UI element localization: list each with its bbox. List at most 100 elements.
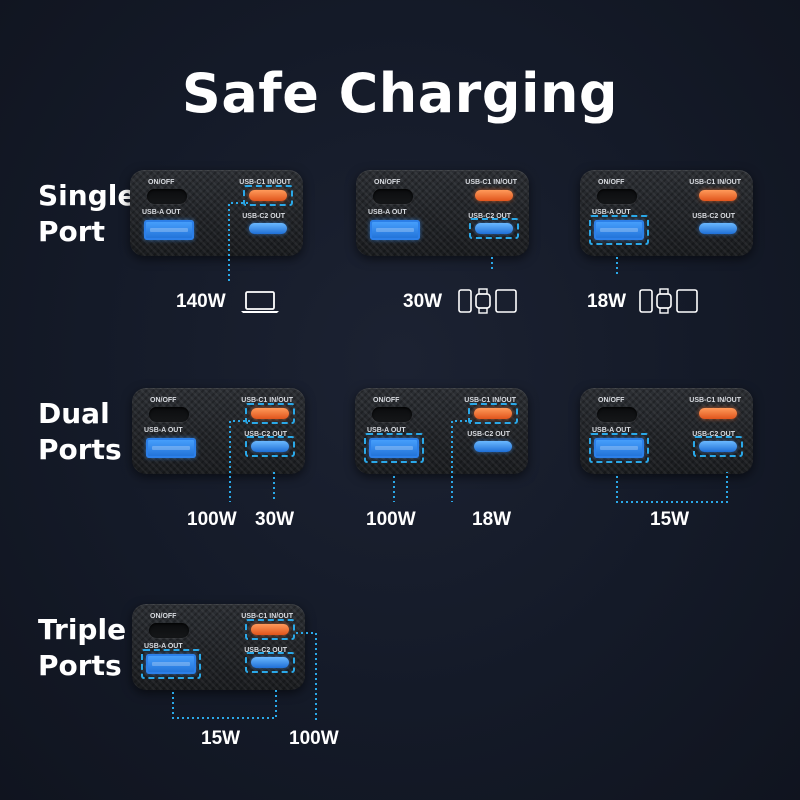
usb-a-label: USB-A OUT (592, 209, 631, 216)
wattage-label: 100W (289, 728, 339, 749)
usb-c1-port (699, 190, 737, 201)
connector-line (228, 202, 248, 283)
power-button (373, 189, 413, 204)
usb-c1-label: USB-C1 IN/OUT (239, 179, 291, 186)
usb-a-label: USB-A OUT (142, 209, 181, 216)
usb-c2-label: USB-C2 OUT (468, 213, 511, 220)
usb-c2-port (251, 657, 289, 668)
usb-c1-label: USB-C1 IN/OUT (241, 397, 293, 404)
usb-c1-label: USB-C1 IN/OUT (465, 179, 517, 186)
port-highlight (589, 433, 649, 463)
port-highlight (245, 619, 295, 640)
usb-a-port (370, 220, 420, 240)
usb-c2-port (251, 441, 289, 452)
connector-line (229, 420, 250, 502)
usb-a-label: USB-A OUT (144, 427, 183, 434)
port-highlight (469, 218, 519, 239)
row-label-line2: Port (38, 215, 105, 248)
port-highlight (245, 436, 295, 457)
laptop-icon (241, 291, 279, 313)
port-highlight (589, 215, 649, 245)
usb-a-label: USB-A OUT (144, 643, 183, 650)
usb-c2-label: USB-C2 OUT (692, 431, 735, 438)
row-label-line1: Single (38, 179, 137, 212)
power-bank-panel: ON/OFF USB-C1 IN/OUT USB-A OUT USB-C2 OU… (132, 604, 305, 690)
power-button (372, 407, 412, 422)
usb-c1-port (474, 408, 512, 419)
wattage-label: 15W (650, 509, 690, 530)
usb-c2-port (475, 223, 513, 234)
power-button (149, 407, 189, 422)
usb-a-label: USB-A OUT (592, 427, 631, 434)
power-bank-panel: ON/OFF USB-C1 IN/OUT USB-A OUT USB-C2 OU… (132, 388, 305, 474)
page-title: Safe Charging (181, 62, 619, 125)
usb-a-label: USB-A OUT (368, 209, 407, 216)
phone-watch-tablet-icon (639, 288, 698, 314)
row-label-line2: Ports (38, 433, 122, 466)
usb-c1-label: USB-C1 IN/OUT (241, 613, 293, 620)
phone-watch-tablet-icon (458, 288, 517, 314)
connector-line (296, 632, 317, 720)
port-highlight (243, 185, 293, 206)
usb-a-label: USB-A OUT (367, 427, 406, 434)
usb-c2-port (699, 441, 737, 452)
usb-a-port (146, 438, 196, 458)
row-label-line2: Ports (38, 649, 122, 682)
wattage-label: 30W (403, 291, 443, 312)
usb-a-port (594, 438, 644, 458)
connector-line (616, 472, 728, 503)
power-bank-panel: ON/OFF USB-C1 IN/OUT USB-A OUT USB-C2 OU… (580, 388, 753, 474)
on-off-label: ON/OFF (150, 397, 177, 404)
connector-line (172, 688, 277, 719)
usb-c1-label: USB-C1 IN/OUT (464, 397, 516, 404)
on-off-label: ON/OFF (598, 397, 625, 404)
wattage-label: 140W (176, 291, 226, 312)
usb-c1-port (251, 624, 289, 635)
wattage-label: 100W (366, 509, 416, 530)
usb-c1-port (249, 190, 287, 201)
wattage-label: 100W (187, 509, 237, 530)
usb-c1-port (251, 408, 289, 419)
row-label-line1: Triple (38, 613, 127, 646)
wattage-label: 15W (201, 728, 241, 749)
on-off-label: ON/OFF (150, 613, 177, 620)
usb-c2-label: USB-C2 OUT (467, 431, 510, 438)
wattage-label: 18W (587, 291, 627, 312)
power-bank-panel: ON/OFF USB-C1 IN/OUT USB-A OUT USB-C2 OU… (355, 388, 528, 474)
wattage-label: 30W (255, 509, 295, 530)
usb-c2-label: USB-C2 OUT (242, 213, 285, 220)
port-highlight (141, 649, 201, 679)
wattage-label: 18W (472, 509, 512, 530)
port-highlight (245, 403, 295, 424)
on-off-label: ON/OFF (598, 179, 625, 186)
row-label-triple: Triple Ports (38, 612, 126, 684)
usb-c2-port (474, 441, 512, 452)
usb-c1-label: USB-C1 IN/OUT (689, 397, 741, 404)
usb-c1-label: USB-C1 IN/OUT (689, 179, 741, 186)
power-bank-panel: ON/OFF USB-C1 IN/OUT USB-A OUT USB-C2 OU… (130, 170, 303, 256)
on-off-label: ON/OFF (373, 397, 400, 404)
power-button (149, 623, 189, 638)
usb-c2-label: USB-C2 OUT (244, 431, 287, 438)
port-highlight (245, 652, 295, 673)
usb-a-port (594, 220, 644, 240)
power-button (597, 407, 637, 422)
usb-c2-port (699, 223, 737, 234)
on-off-label: ON/OFF (374, 179, 401, 186)
usb-c1-port (475, 190, 513, 201)
usb-a-port (369, 438, 419, 458)
row-label-dual: Dual Ports (38, 396, 122, 468)
row-label-line1: Dual (38, 397, 110, 430)
power-bank-panel: ON/OFF USB-C1 IN/OUT USB-A OUT USB-C2 OU… (356, 170, 529, 256)
power-button (597, 189, 637, 204)
port-highlight (468, 403, 518, 424)
power-button (147, 189, 187, 204)
usb-c2-port (249, 223, 287, 234)
on-off-label: ON/OFF (148, 179, 175, 186)
usb-a-port (144, 220, 194, 240)
port-highlight (693, 436, 743, 457)
usb-c2-label: USB-C2 OUT (244, 647, 287, 654)
power-bank-panel: ON/OFF USB-C1 IN/OUT USB-A OUT USB-C2 OU… (580, 170, 753, 256)
port-highlight (364, 433, 424, 463)
